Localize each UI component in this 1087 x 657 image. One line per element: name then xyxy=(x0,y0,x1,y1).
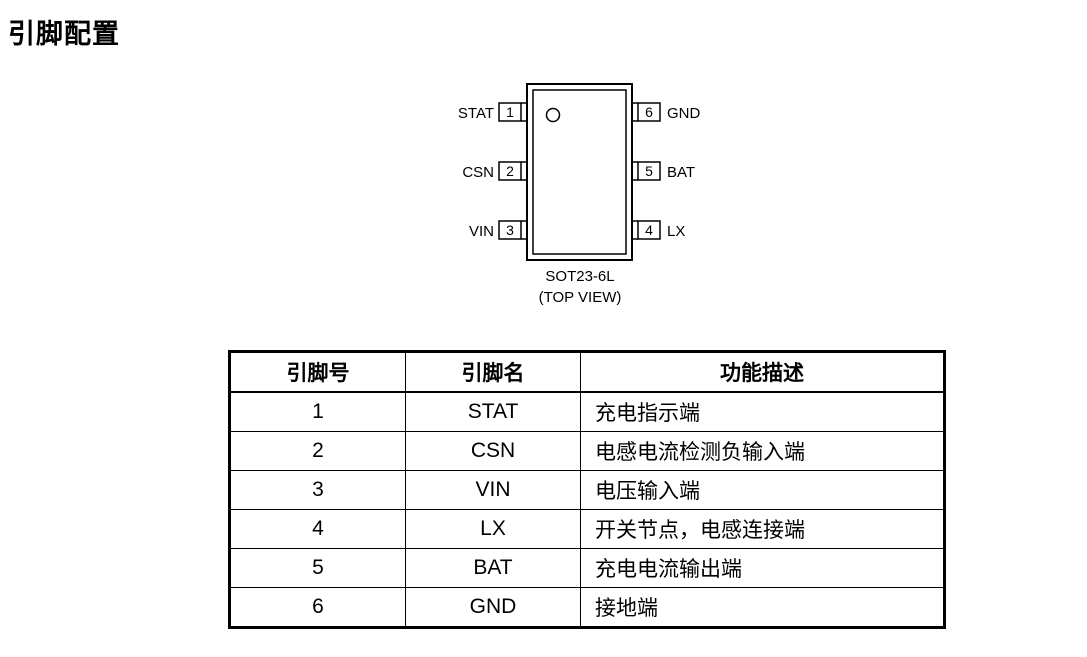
cell-function: 接地端 xyxy=(580,587,945,628)
cell-pin-number: 2 xyxy=(229,431,406,471)
table-row: 6 GND 接地端 xyxy=(229,587,945,628)
package-name: SOT23-6L xyxy=(545,268,614,285)
pin-function-table: 引脚号 引脚名 功能描述 1 STAT 充电指示端 2 CSN 电感电流检测负输… xyxy=(228,350,946,629)
package-body-inner xyxy=(532,89,627,255)
header-pin-name: 引脚名 xyxy=(405,351,581,393)
pinout-diagram: 1 STAT 2 CSN 3 VIN 6 GND 5 BAT 4 LX SOT2… xyxy=(440,70,740,320)
cell-pin-name: GND xyxy=(405,587,581,628)
pin-number-5: 5 xyxy=(645,163,653,179)
pin1-marker-dot xyxy=(545,107,561,123)
table-header-row: 引脚号 引脚名 功能描述 xyxy=(229,351,945,393)
cell-function: 电压输入端 xyxy=(580,470,945,510)
pin-tab-6 xyxy=(637,102,661,122)
cell-pin-number: 3 xyxy=(229,470,406,510)
cell-pin-name: BAT xyxy=(405,548,581,588)
table-row: 5 BAT 充电电流输出端 xyxy=(229,548,945,588)
pin-tab-2 xyxy=(498,161,522,181)
cell-pin-name: LX xyxy=(405,509,581,549)
pin-number-1: 1 xyxy=(506,104,514,120)
pin-tab-3 xyxy=(498,220,522,240)
cell-pin-number: 1 xyxy=(229,391,406,432)
pin-number-2: 2 xyxy=(506,163,514,179)
pin-label-4: LX xyxy=(667,223,685,240)
cell-function: 电感电流检测负输入端 xyxy=(580,431,945,471)
pin-tab-4 xyxy=(637,220,661,240)
table-row: 3 VIN 电压输入端 xyxy=(229,470,945,510)
cell-function: 开关节点，电感连接端 xyxy=(580,509,945,549)
pin-label-6: GND xyxy=(667,105,701,122)
pin-label-2: CSN xyxy=(462,164,494,181)
cell-function: 充电电流输出端 xyxy=(580,548,945,588)
package-view: (TOP VIEW) xyxy=(539,289,622,306)
package-body-outline xyxy=(526,83,633,261)
cell-pin-number: 4 xyxy=(229,509,406,549)
pin-label-1: STAT xyxy=(458,105,494,122)
cell-pin-number: 6 xyxy=(229,587,406,628)
pin-tab-1 xyxy=(498,102,522,122)
cell-function: 充电指示端 xyxy=(580,391,945,432)
pin-label-3: VIN xyxy=(469,223,494,240)
pin-number-4: 4 xyxy=(645,222,653,238)
cell-pin-name: STAT xyxy=(405,391,581,432)
table-row: 2 CSN 电感电流检测负输入端 xyxy=(229,431,945,471)
pin-number-6: 6 xyxy=(645,104,653,120)
header-pin-number: 引脚号 xyxy=(229,351,406,393)
cell-pin-number: 5 xyxy=(229,548,406,588)
cell-pin-name: CSN xyxy=(405,431,581,471)
sot23-package-drawing: 1 STAT 2 CSN 3 VIN 6 GND 5 BAT 4 LX SOT2… xyxy=(458,83,701,306)
table-row: 4 LX 开关节点，电感连接端 xyxy=(229,509,945,549)
pin-number-3: 3 xyxy=(506,222,514,238)
header-function: 功能描述 xyxy=(580,351,945,393)
cell-pin-name: VIN xyxy=(405,470,581,510)
section-title: 引脚配置 xyxy=(8,19,120,50)
pin-tab-5 xyxy=(637,161,661,181)
table-row: 1 STAT 充电指示端 xyxy=(229,391,945,432)
pin-label-5: BAT xyxy=(667,164,695,181)
